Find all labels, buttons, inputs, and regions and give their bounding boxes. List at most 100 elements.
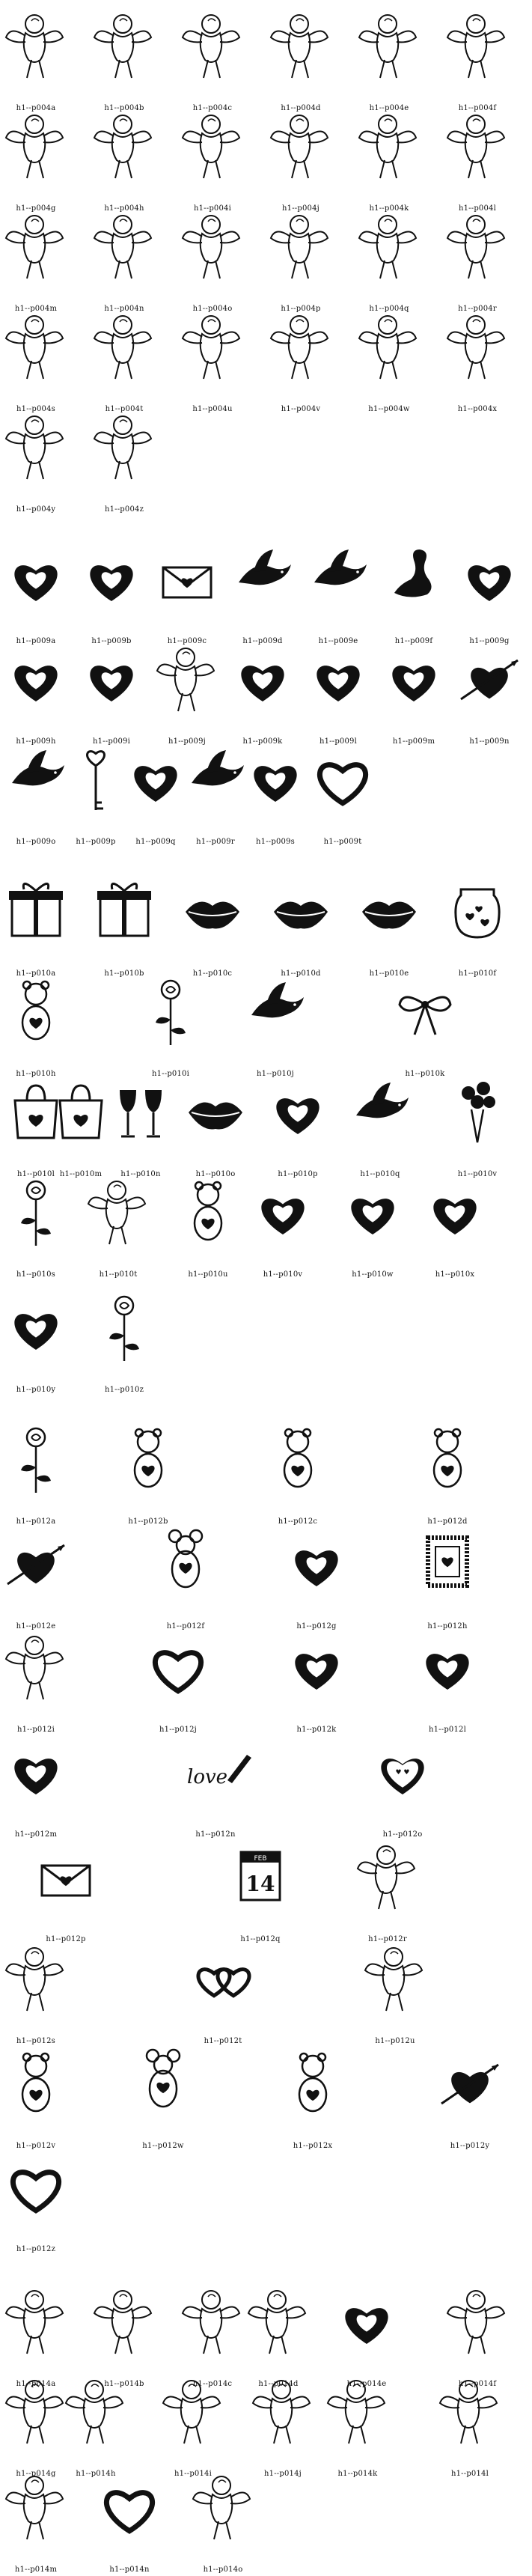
- clip-cell[interactable]: h1--p004o: [177, 201, 248, 313]
- clip-cell[interactable]: h1--p014e: [331, 2276, 403, 2388]
- clip-cell[interactable]: h1--p004y: [0, 401, 72, 514]
- clip-cell[interactable]: h1--p012b: [112, 1413, 184, 1526]
- clip-cell[interactable]: h1--p014j: [247, 2366, 319, 2478]
- clip-cell[interactable]: h1--p009h: [0, 633, 72, 746]
- clip-cell[interactable]: h1--p014m: [0, 2461, 72, 2574]
- clip-cell[interactable]: h1--p004x: [441, 301, 513, 413]
- clip-cell[interactable]: h1--p004z: [88, 401, 160, 514]
- clip-cell[interactable]: h1--p010a: [0, 865, 72, 978]
- clip-cell[interactable]: h1--p012x: [277, 2038, 349, 2150]
- clip-cell[interactable]: h1--p012y: [434, 2038, 506, 2150]
- clip-cell[interactable]: h1--p014o: [187, 2461, 259, 2574]
- clip-cell[interactable]: h1--p004k: [353, 100, 425, 213]
- clip-cell[interactable]: h1--p009o: [0, 734, 72, 846]
- clip-cell[interactable]: h1--p012j: [142, 1622, 214, 1734]
- clip-cell[interactable]: h1--p012u: [359, 1933, 431, 2045]
- clip-cell[interactable]: h1--p010h: [0, 966, 72, 1078]
- clip-cell[interactable]: h1--p009d: [227, 533, 299, 645]
- clip-cell[interactable]: h1--p012z: [0, 2141, 72, 2253]
- clip-cell[interactable]: h1--p012d: [412, 1413, 483, 1526]
- clip-cell[interactable]: h1--p004p: [265, 201, 337, 313]
- clip-cell[interactable]: h1--p012r: [352, 1831, 424, 1943]
- clip-cell[interactable]: h1--p010z: [88, 1282, 160, 1394]
- clip-cell[interactable]: h1--p004s: [0, 301, 72, 413]
- clip-cell[interactable]: h1--p010b: [88, 865, 160, 978]
- clip-cell[interactable]: h1--p012f: [150, 1518, 221, 1630]
- clip-cell[interactable]: h1--p012e: [0, 1518, 72, 1630]
- clip-cell[interactable]: h1--p010x: [419, 1166, 491, 1279]
- clip-cell[interactable]: h1--p010u: [172, 1166, 244, 1279]
- clip-cell[interactable]: h1--p012g: [281, 1518, 352, 1630]
- clip-cell[interactable]: h1--p010q: [344, 1066, 416, 1178]
- clip-cell[interactable]: h1--p010n: [105, 1066, 177, 1178]
- clip-cell[interactable]: h1--p014h: [60, 2366, 132, 2478]
- clip-cell[interactable]: h1--p010c: [177, 865, 248, 978]
- clip-cell[interactable]: h1--p009c: [151, 533, 223, 645]
- clip-cell[interactable]: ♥ ♥h1--p012o: [367, 1726, 438, 1839]
- clip-cell[interactable]: h1--p009s: [239, 734, 311, 846]
- clip-cell[interactable]: h1--p010o: [180, 1066, 251, 1178]
- clip-cell[interactable]: h1--p012v: [0, 2038, 72, 2150]
- clip-cell[interactable]: h1--p009g: [453, 533, 525, 645]
- clip-cell[interactable]: h1--p009j: [151, 633, 223, 746]
- clip-cell[interactable]: h1--p004w: [353, 301, 425, 413]
- clip-cell[interactable]: h1--p009l: [302, 633, 374, 746]
- clip-cell[interactable]: h1--p004h: [88, 100, 160, 213]
- clip-cell[interactable]: h1--p009a: [0, 533, 72, 645]
- clip-cell[interactable]: h1--p014k: [322, 2366, 394, 2478]
- clip-cell[interactable]: h1--p010j: [239, 966, 311, 1078]
- clip-cell[interactable]: h1--p004m: [0, 201, 72, 313]
- clip-cell[interactable]: h1--p009n: [453, 633, 525, 746]
- clip-cell[interactable]: h1--p004v: [265, 301, 337, 413]
- clip-cell[interactable]: h1--p010v: [441, 1066, 513, 1178]
- clip-cell[interactable]: h1--p010l: [0, 1066, 72, 1178]
- clip-cell[interactable]: h1--p004u: [177, 301, 248, 413]
- clip-cell[interactable]: h1--p014n: [94, 2461, 165, 2574]
- clip-cell[interactable]: h1--p012i: [0, 1622, 72, 1734]
- clip-cell[interactable]: h1--p004i: [177, 100, 248, 213]
- clip-cell[interactable]: h1--p010p: [262, 1066, 334, 1178]
- clip-cell[interactable]: h1--p010t: [82, 1166, 154, 1279]
- clip-cell[interactable]: h1--p009m: [378, 633, 450, 746]
- clip-cell[interactable]: h1--p004d: [265, 0, 337, 112]
- clip-cell[interactable]: h1--p014b: [88, 2276, 160, 2388]
- clip-cell[interactable]: h1--p004l: [441, 100, 513, 213]
- clip-cell[interactable]: h1--p004c: [177, 0, 248, 112]
- clip-cell[interactable]: h1--p012w: [127, 2038, 199, 2150]
- clip-cell[interactable]: h1--p009r: [180, 734, 251, 846]
- clip-cell[interactable]: h1--p012c: [262, 1413, 334, 1526]
- clip-cell[interactable]: h1--p014c: [177, 2276, 248, 2388]
- clip-cell[interactable]: h1--p010k: [389, 966, 461, 1078]
- clip-cell[interactable]: h1--p009e: [302, 533, 374, 645]
- clip-cell[interactable]: h1--p014f: [441, 2276, 513, 2388]
- clip-cell[interactable]: h1--p010v: [247, 1166, 319, 1279]
- clip-cell[interactable]: h1--p012l: [412, 1622, 483, 1734]
- clip-cell[interactable]: h1--p009k: [227, 633, 299, 746]
- clip-cell[interactable]: h1--p014i: [157, 2366, 229, 2478]
- clip-cell[interactable]: h1--p012t: [187, 1933, 259, 2045]
- clip-cell[interactable]: h1--p014g: [0, 2366, 72, 2478]
- clip-cell[interactable]: h1--p004j: [265, 100, 337, 213]
- clip-cell[interactable]: h1--p014l: [434, 2366, 506, 2478]
- clip-cell[interactable]: h1--p004b: [88, 0, 160, 112]
- clip-cell[interactable]: h1--p010f: [441, 865, 513, 978]
- clip-cell[interactable]: h1--p012a: [0, 1413, 72, 1526]
- clip-cell[interactable]: h1--p009f: [378, 533, 450, 645]
- clip-cell[interactable]: h1--p009i: [76, 633, 147, 746]
- clip-cell[interactable]: h1--p010w: [337, 1166, 409, 1279]
- clip-cell[interactable]: h1--p012p: [30, 1831, 102, 1943]
- clip-cell[interactable]: h1--p004e: [353, 0, 425, 112]
- clip-cell[interactable]: h1--p010d: [265, 865, 337, 978]
- clip-cell[interactable]: h1--p004n: [88, 201, 160, 313]
- clip-cell[interactable]: h1--p010e: [353, 865, 425, 978]
- clip-cell[interactable]: h1--p004q: [353, 201, 425, 313]
- clip-cell[interactable]: h1--p014d: [242, 2276, 314, 2388]
- clip-cell[interactable]: h1--p004a: [0, 0, 72, 112]
- clip-cell[interactable]: h1--p004t: [88, 301, 160, 413]
- clip-cell[interactable]: h1--p004f: [441, 0, 513, 112]
- clip-cell[interactable]: h1--p009p: [60, 734, 132, 846]
- clip-cell[interactable]: h1--p012m: [0, 1726, 72, 1839]
- clip-cell[interactable]: h1--p010y: [0, 1282, 72, 1394]
- clip-cell[interactable]: h1--p012h: [412, 1518, 483, 1630]
- clip-cell[interactable]: love h1--p012n: [180, 1726, 251, 1839]
